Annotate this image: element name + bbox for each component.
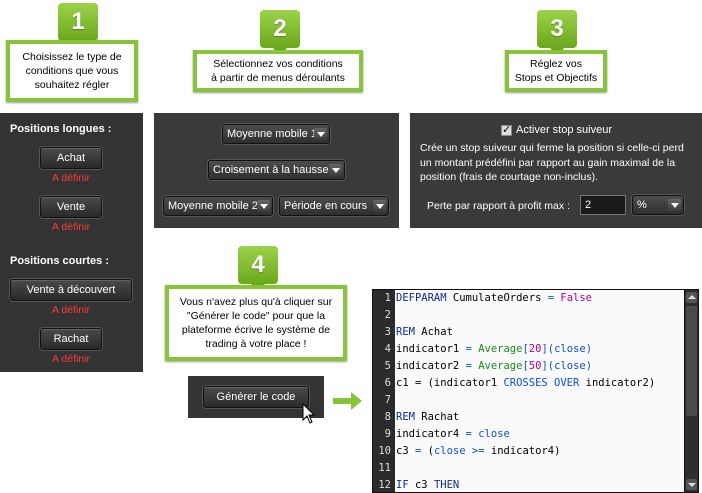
code-line: REM Rachat (396, 411, 460, 423)
step-2-line1: Sélectionnez vos conditions (213, 58, 343, 70)
achat-status: A définir (52, 172, 90, 184)
vente-decouvert-button[interactable]: Vente à découvert (10, 279, 132, 301)
step-4-text: Vous n'avez plus qu'à cliquer sur "Génér… (179, 296, 333, 350)
stops-panel: Activer stop suiveur Crée un stop suiveu… (410, 113, 702, 228)
code-line (395, 460, 684, 477)
rachat-button[interactable]: Rachat (40, 328, 102, 350)
step-3-badge: 3 (537, 10, 577, 56)
generate-code-button[interactable]: Générer le code (203, 386, 309, 408)
long-positions-title: Positions longues : (10, 123, 112, 135)
code-line: DEFPARAM CumulateOrders = False (396, 292, 592, 304)
code-editor[interactable]: 1 2 3 4 5 6 7 8 9 10 11 12 DEFPARAM Cumu… (372, 289, 699, 493)
code-line: indicator2 = Average[50](close) (396, 360, 593, 372)
step-4-badge: 4 (238, 246, 278, 292)
unit-dropdown-value: % (637, 199, 647, 211)
vente-status: A définir (52, 221, 90, 233)
period-dropdown[interactable]: Période en cours (279, 196, 389, 216)
line-number: 9 (384, 428, 391, 440)
step-4-callout: Vous n'avez plus qu'à cliquer sur "Génér… (165, 285, 347, 361)
ma1-dropdown-value: Moyenne mobile 1 (227, 128, 317, 140)
short-positions-title: Positions courtes : (10, 255, 110, 267)
step-1-badge: 1 (58, 3, 98, 49)
code-line: IF c3 THEN (396, 479, 460, 491)
chevron-down-icon (314, 128, 327, 140)
editor-scrollbar[interactable] (684, 290, 698, 492)
scroll-thumb[interactable] (686, 306, 697, 416)
vente-button[interactable]: Vente (40, 196, 102, 218)
code-line: c1 = (indicator1 CROSSES OVER indicator2… (396, 377, 656, 389)
line-number: 12 (378, 479, 391, 491)
period-dropdown-value: Période en cours (284, 200, 368, 212)
ma1-dropdown[interactable]: Moyenne mobile 1 (222, 124, 330, 144)
arrow-right-icon (333, 392, 362, 410)
code-line: indicator4 = close (396, 428, 510, 440)
trailing-stop-label: Activer stop suiveur (516, 124, 612, 136)
generate-panel: Générer le code (188, 376, 324, 418)
achat-button[interactable]: Achat (40, 147, 102, 169)
line-number: 3 (384, 326, 391, 338)
unit-dropdown[interactable]: % (632, 195, 684, 215)
line-number: 4 (384, 343, 391, 355)
line-number: 11 (378, 462, 391, 474)
line-number: 2 (384, 309, 391, 321)
loss-input[interactable]: 2 (580, 195, 626, 215)
code-area[interactable]: DEFPARAM CumulateOrders = False REM Acha… (395, 290, 684, 492)
step-2-callout: Sélectionnez vos conditions à partir de … (193, 50, 363, 92)
chevron-down-icon (329, 164, 342, 176)
step-3-line1: Réglez vos (530, 58, 582, 70)
line-number: 7 (384, 394, 391, 406)
line-number: 10 (378, 445, 391, 457)
line-number: 8 (384, 411, 391, 423)
chevron-down-icon (373, 200, 386, 212)
line-number-gutter: 1 2 3 4 5 6 7 8 9 10 11 12 (373, 290, 395, 492)
step-1-callout: Choisissez le type de conditions que vou… (6, 40, 138, 102)
line-number: 5 (384, 360, 391, 372)
ma2-dropdown[interactable]: Moyenne mobile 2 (163, 196, 273, 216)
chevron-down-icon (257, 200, 270, 212)
trailing-stop-description: Crée un stop suiveur qui ferme la positi… (420, 142, 684, 183)
cross-dropdown[interactable]: Croisement à la hausse (208, 160, 345, 180)
code-line: REM Achat (396, 326, 453, 338)
step-3-line2: Stops et Objectifs (514, 72, 598, 84)
rachat-status: A définir (52, 353, 90, 365)
ma2-dropdown-value: Moyenne mobile 2 (168, 200, 258, 212)
loss-label: Perte par rapport à profit max : (427, 200, 570, 212)
vente-decouvert-status: A définir (52, 304, 90, 316)
code-line (395, 392, 684, 409)
scroll-down-icon[interactable] (686, 479, 697, 490)
mouse-cursor-icon (302, 403, 316, 424)
line-number: 1 (384, 292, 391, 304)
line-number: 6 (384, 377, 391, 389)
step-3-callout: Réglez vos Stops et Objectifs (505, 50, 607, 92)
step-2-badge: 2 (260, 10, 300, 56)
trailing-stop-checkbox[interactable] (501, 123, 512, 136)
scroll-up-icon[interactable] (686, 292, 697, 303)
positions-panel: Positions longues : Achat A définir Vent… (0, 113, 143, 372)
step-2-line2: à partir de menus déroulants (211, 72, 345, 84)
code-line: indicator1 = Average[20](close) (396, 343, 593, 355)
chevron-down-icon (668, 199, 681, 211)
step-1-text: Choisissez le type de conditions que vou… (22, 51, 122, 91)
cross-dropdown-value: Croisement à la hausse (213, 164, 329, 176)
code-line: c3 = (close >= indicator4) (396, 445, 561, 457)
conditions-panel: Moyenne mobile 1 Croisement à la hausse … (154, 113, 399, 228)
code-line (395, 307, 684, 324)
